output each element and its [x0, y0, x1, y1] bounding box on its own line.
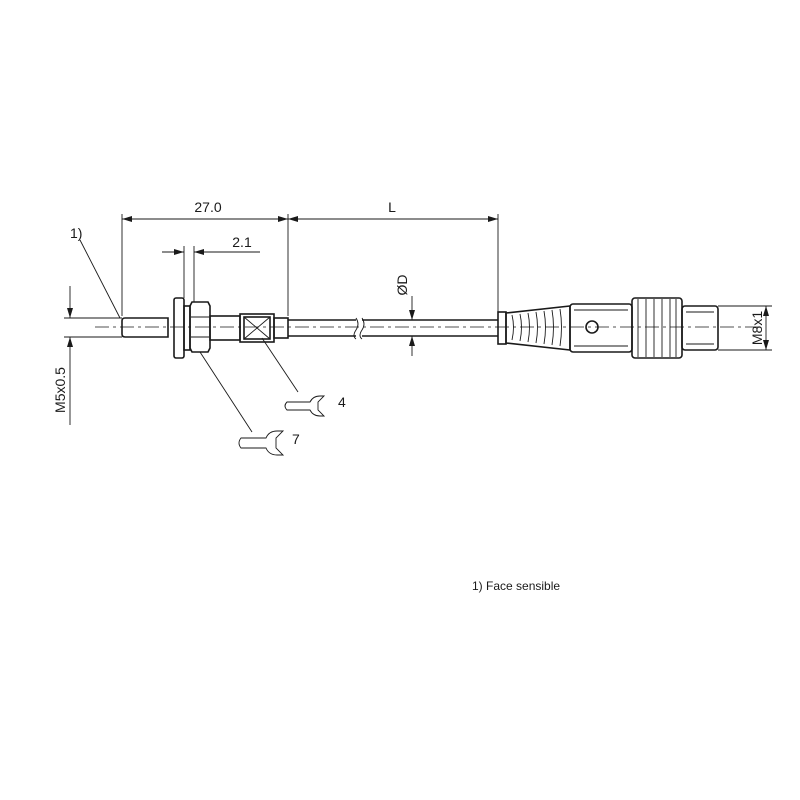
dim-overall-length-label: 27.0 [194, 199, 221, 215]
dim-thread-connector-label: M8x1 [749, 311, 765, 345]
dim-thread-sensor-label: M5x0.5 [52, 367, 68, 413]
footnote: 1) Face sensible [472, 579, 560, 593]
wrench-small-icon [284, 395, 326, 417]
sensor-body [121, 297, 289, 359]
wrench-small-leader [261, 337, 299, 393]
wrench-large-label: 7 [292, 431, 300, 447]
dim-overall-length [121, 214, 289, 316]
wrench-large-leader [199, 351, 253, 433]
dim-thread-connector [718, 305, 772, 351]
dim-flange-width-label: 2.1 [232, 234, 252, 250]
cable [288, 317, 498, 340]
sensing-face-leader [79, 239, 121, 319]
dim-flange-width [162, 246, 260, 302]
dim-thread-sensor [64, 286, 122, 425]
dim-cable-length [288, 214, 499, 312]
connector-m8 [497, 297, 719, 359]
dim-cable-length-label: L [388, 199, 396, 215]
dim-cable-diameter [409, 296, 415, 356]
wrench-small-label: 4 [338, 394, 346, 410]
dim-cable-diameter-label: ØD [394, 275, 410, 296]
sensing-face-marker: 1) [70, 225, 82, 241]
wrench-large-icon [238, 430, 285, 456]
